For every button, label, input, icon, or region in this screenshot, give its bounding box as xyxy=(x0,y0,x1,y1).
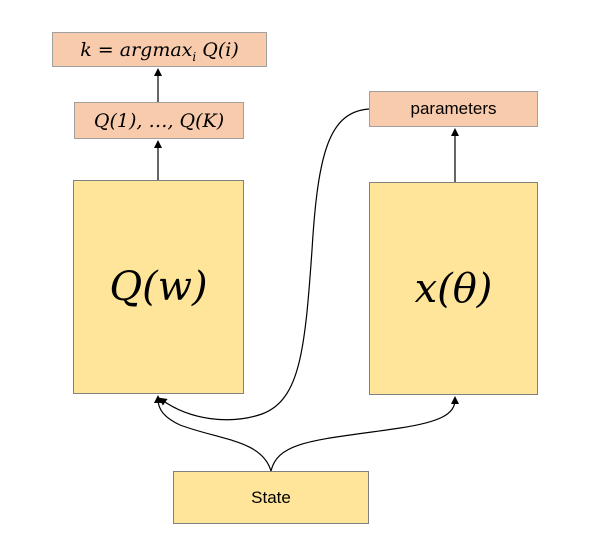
parameters-label: parameters xyxy=(410,99,497,118)
state-node: State xyxy=(173,471,369,524)
q-network-node: Q(w) xyxy=(73,180,244,394)
edge-state-to-qnet xyxy=(154,395,272,472)
argmax-label: k = argmaxi Q(i) xyxy=(80,38,239,64)
argmax-node: k = argmaxi Q(i) xyxy=(52,32,267,67)
policy-network-node: x(θ) xyxy=(369,182,538,395)
edge-parameters-to-qnet xyxy=(158,108,370,421)
edge-state-to-policy xyxy=(270,396,459,472)
state-label: State xyxy=(251,487,291,507)
policy-network-label: x(θ) xyxy=(414,265,493,312)
argmax-subscript: i xyxy=(192,49,197,64)
parameters-node: parameters xyxy=(369,91,538,127)
q-network-label: Q(w) xyxy=(109,264,208,310)
q-values-node: Q(1), …, Q(K) xyxy=(74,102,244,139)
q-values-label: Q(1), …, Q(K) xyxy=(93,109,225,132)
